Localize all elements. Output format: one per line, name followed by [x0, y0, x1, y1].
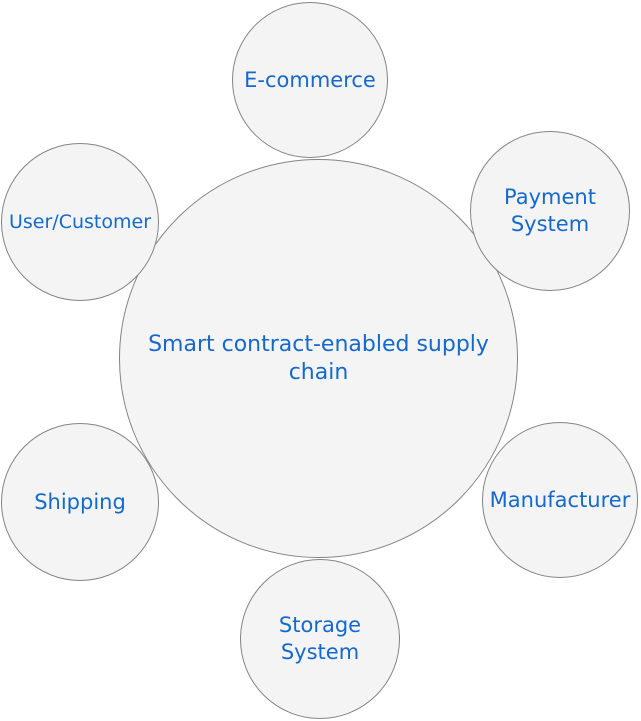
node-label-payment-system: Payment System	[504, 185, 596, 236]
node-label-smart-contract-supply-chain: Smart contract-enabled supply chain	[148, 331, 489, 385]
node-user-customer: User/Customer	[1, 143, 159, 301]
node-label-user-customer: User/Customer	[9, 210, 151, 233]
node-manufacturer: Manufacturer	[482, 422, 638, 578]
node-storage-system: Storage System	[240, 559, 400, 719]
node-label-storage-system: Storage System	[278, 613, 362, 664]
node-label-manufacturer: Manufacturer	[489, 487, 631, 512]
node-smart-contract-supply-chain: Smart contract-enabled supply chain	[119, 159, 518, 558]
node-e-commerce: E-commerce	[232, 2, 388, 158]
node-label-e-commerce: E-commerce	[244, 67, 376, 92]
node-label-shipping: Shipping	[34, 489, 126, 514]
node-shipping: Shipping	[1, 423, 159, 581]
node-payment-system: Payment System	[470, 131, 630, 291]
